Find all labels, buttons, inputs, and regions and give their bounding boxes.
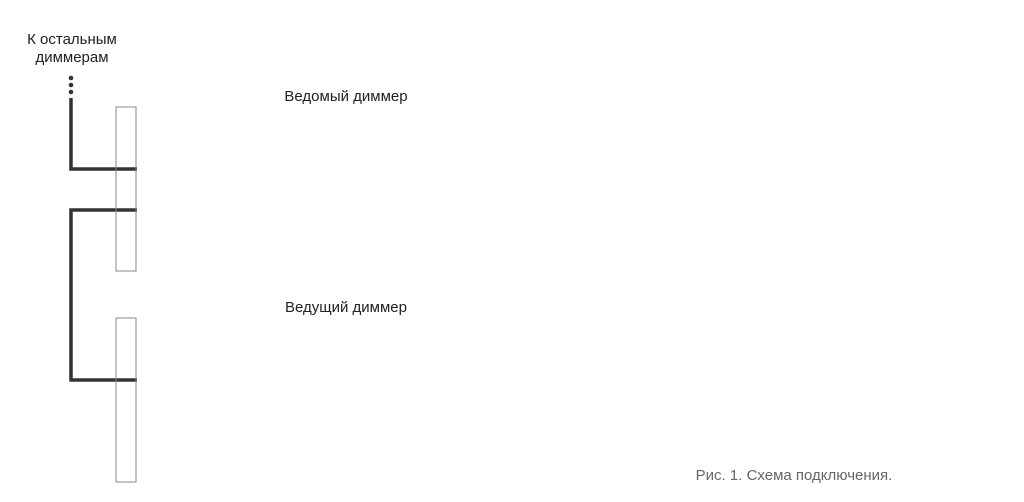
other-dimmers-label-line1: К остальным	[27, 31, 117, 48]
master-dimmer-block: Ведущий диммер SYNC OUT SYNC IN Pin1:Dat…	[115, 299, 407, 483]
wire-to-other-dimmers	[69, 98, 137, 171]
mount-flange-left: SYNC OUT SYNC IN Pin1:Data+ Pin2:Data- P…	[115, 106, 137, 272]
slave-dimmer-block: Ведомый диммер SYNC OUT SYNC IN Pin1:Dat…	[115, 88, 408, 272]
wire-sync-master-to-slave	[69, 208, 137, 382]
other-dimmers-label-line2: диммерам	[35, 49, 108, 66]
mount-flange-left: SYNC OUT SYNC IN Pin1:Data+ Pin2:Data- P…	[115, 317, 137, 483]
dimmer-title: Ведомый диммер	[284, 88, 407, 105]
figure-caption: Рис. 1. Схема подключения.	[696, 467, 893, 484]
continuation-dots	[68, 75, 74, 95]
sync-bus-wires	[69, 98, 137, 382]
dimmer-title: Ведущий диммер	[285, 299, 407, 316]
